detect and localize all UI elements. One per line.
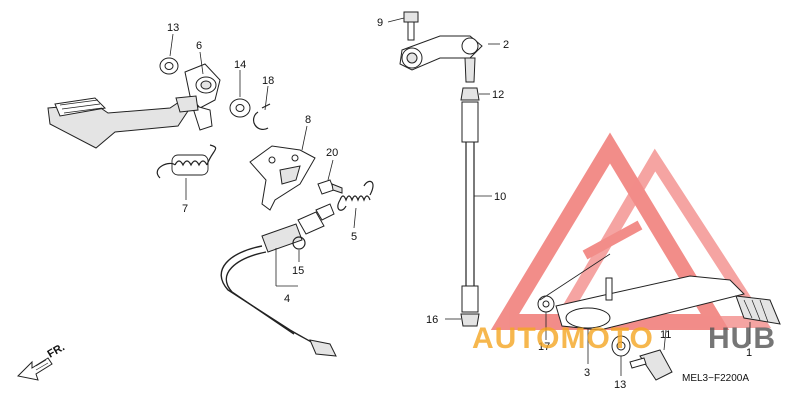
callout-4: 4 (284, 293, 290, 305)
callout-1: 1 (746, 347, 752, 359)
washer-14 (229, 98, 251, 118)
watermark-text-left: AUTOMOTO (472, 322, 654, 355)
front-arrow-icon (16, 357, 53, 381)
diagram-code: MEL3−F2200A (682, 373, 749, 384)
bolt-9 (403, 11, 419, 41)
front-direction-indicator: FR. (16, 341, 67, 381)
spring-5 (337, 180, 374, 211)
nut-12 (460, 87, 480, 101)
shift-pedal-1 (555, 275, 781, 331)
clip-15 (292, 236, 306, 250)
callout-2: 2 (503, 39, 509, 51)
callout-17: 17 (538, 341, 550, 353)
callout-12: 12 (492, 89, 504, 101)
bolt-11 (629, 349, 673, 381)
callout-20: 20 (326, 147, 338, 159)
nut-16 (460, 313, 480, 327)
callout-8: 8 (305, 114, 311, 126)
washer-13-top (159, 57, 179, 75)
callout-7: 7 (182, 203, 188, 215)
brake-switch-4 (220, 203, 337, 357)
callout-5: 5 (351, 231, 357, 243)
callout-15: 15 (292, 265, 304, 277)
clip-18 (252, 103, 271, 131)
callout-14: 14 (234, 59, 246, 71)
bolt-20 (317, 179, 343, 195)
callout-labels: 13 6 14 18 8 20 7 5 15 4 9 2 12 10 16 17… (167, 17, 752, 391)
callout-11: 11 (660, 329, 671, 341)
watermark-text-right: HUB (708, 322, 776, 355)
callout-18: 18 (262, 75, 274, 87)
callout-3: 3 (584, 367, 590, 379)
callout-13-top: 13 (167, 22, 179, 34)
watermark-text: AUTOMOTO HUB (472, 322, 776, 355)
callout-16: 16 (426, 314, 438, 326)
bracket-8 (249, 145, 316, 211)
callout-10: 10 (494, 191, 506, 203)
spring-7 (156, 144, 217, 179)
brake-pedal (47, 63, 221, 149)
washer-17 (537, 295, 555, 313)
front-label: FR. (46, 341, 67, 360)
callout-6: 6 (196, 40, 202, 52)
washer-13-bottom (611, 335, 631, 357)
callout-9: 9 (377, 17, 383, 29)
leader-lines (169, 17, 751, 376)
shift-arm-2 (399, 35, 483, 83)
shift-rod-10 (461, 101, 479, 313)
callout-13-bottom: 13 (614, 379, 626, 391)
